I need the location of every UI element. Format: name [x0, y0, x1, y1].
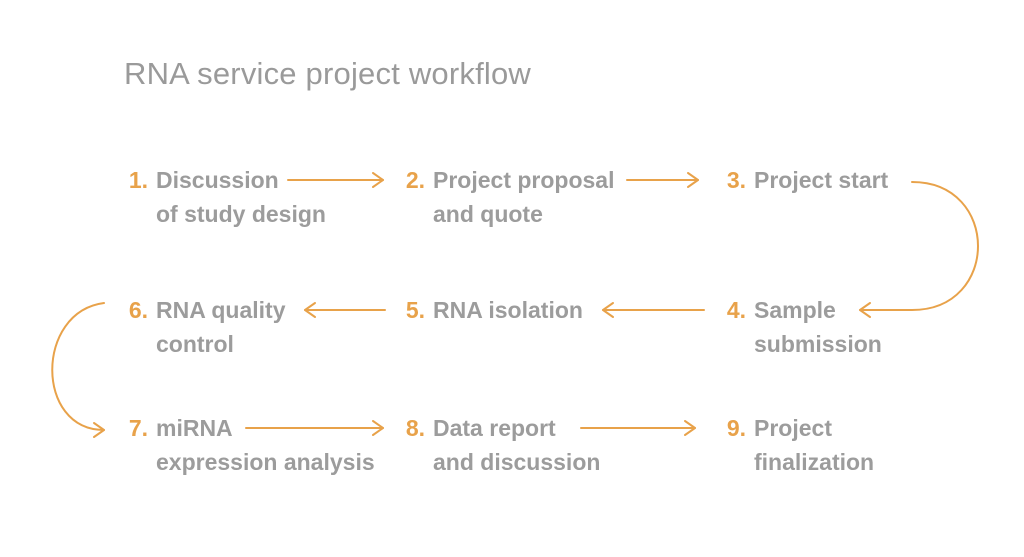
connector-arrow — [287, 172, 384, 188]
step-number: 9. — [726, 415, 746, 441]
step-number: 5. — [405, 297, 425, 323]
step-label-line: finalization — [754, 449, 875, 475]
workflow-step-7: 7. miRNA expression analysis — [129, 411, 375, 479]
connector-arrow — [602, 302, 705, 318]
step-number: 3. — [726, 167, 746, 193]
workflow-step-3: 3. Project start — [727, 163, 889, 197]
step-number: 1. — [128, 167, 148, 193]
step-label-line: Project proposal — [433, 167, 615, 193]
step-number: 4. — [726, 297, 746, 323]
connector-arrow — [626, 172, 699, 188]
step-label-line: of study design — [156, 201, 326, 227]
connector-arrow — [580, 420, 696, 436]
step-number: 8. — [405, 415, 425, 441]
step-number: 7. — [128, 415, 148, 441]
workflow-step-6: 6. RNA quality control — [129, 293, 286, 361]
connector-arrow — [245, 420, 384, 436]
step-label-line: Discussion — [156, 167, 279, 193]
step-label-line: Sample — [754, 297, 836, 323]
step-label-line: Project start — [754, 167, 889, 193]
workflow-step-8: 8. Data report and discussion — [406, 411, 601, 479]
step-label-line: RNA isolation — [433, 297, 583, 323]
step-number: 6. — [128, 297, 148, 323]
step-label-line: Data report — [433, 415, 556, 441]
connector-curve — [51, 302, 105, 438]
connector-arrow — [304, 302, 386, 318]
step-label-line: control — [156, 331, 234, 357]
workflow-step-4: 4. Sample submission — [727, 293, 882, 361]
step-number: 2. — [405, 167, 425, 193]
connector-curve — [859, 181, 979, 318]
workflow-step-2: 2. Project proposal and quote — [406, 163, 615, 231]
step-label-line: expression analysis — [156, 449, 375, 475]
step-label-line: miRNA — [156, 415, 233, 441]
workflow-step-1: 1. Discussion of study design — [129, 163, 326, 231]
step-label-line: and discussion — [433, 449, 601, 475]
step-label-line: and quote — [433, 201, 543, 227]
step-label-line: RNA quality — [156, 297, 286, 323]
workflow-step-5: 5. RNA isolation — [406, 293, 583, 327]
workflow-step-9: 9. Project finalization — [727, 411, 875, 479]
page-title: RNA service project workflow — [124, 56, 531, 91]
step-label-line: Project — [754, 415, 832, 441]
step-label-line: submission — [754, 331, 882, 357]
